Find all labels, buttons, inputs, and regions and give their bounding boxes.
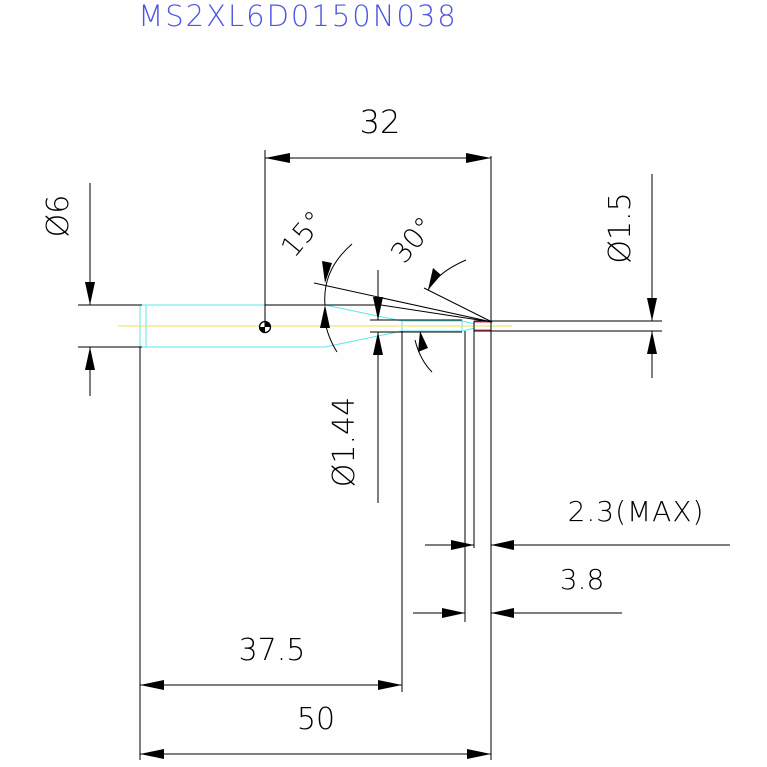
label-flute-length: 2.3(MAX) — [568, 495, 705, 528]
label-angle-15: 15° — [274, 204, 331, 263]
label-angle-30: 30° — [384, 210, 441, 269]
part-number-title: MS2XL6D0150N038 — [138, 0, 458, 33]
label-tip-diameter: Ø1.5 — [603, 192, 638, 263]
label-neck-diameter: Ø1.44 — [327, 397, 362, 487]
label-overall-length: 50 — [297, 702, 335, 737]
label-effective-length: 3.8 — [560, 563, 605, 596]
label-shank-diameter: Ø6 — [41, 195, 76, 238]
arrowheads — [85, 153, 657, 759]
label-neck-length: 37.5 — [239, 633, 306, 668]
label-32: 32 — [360, 103, 401, 141]
